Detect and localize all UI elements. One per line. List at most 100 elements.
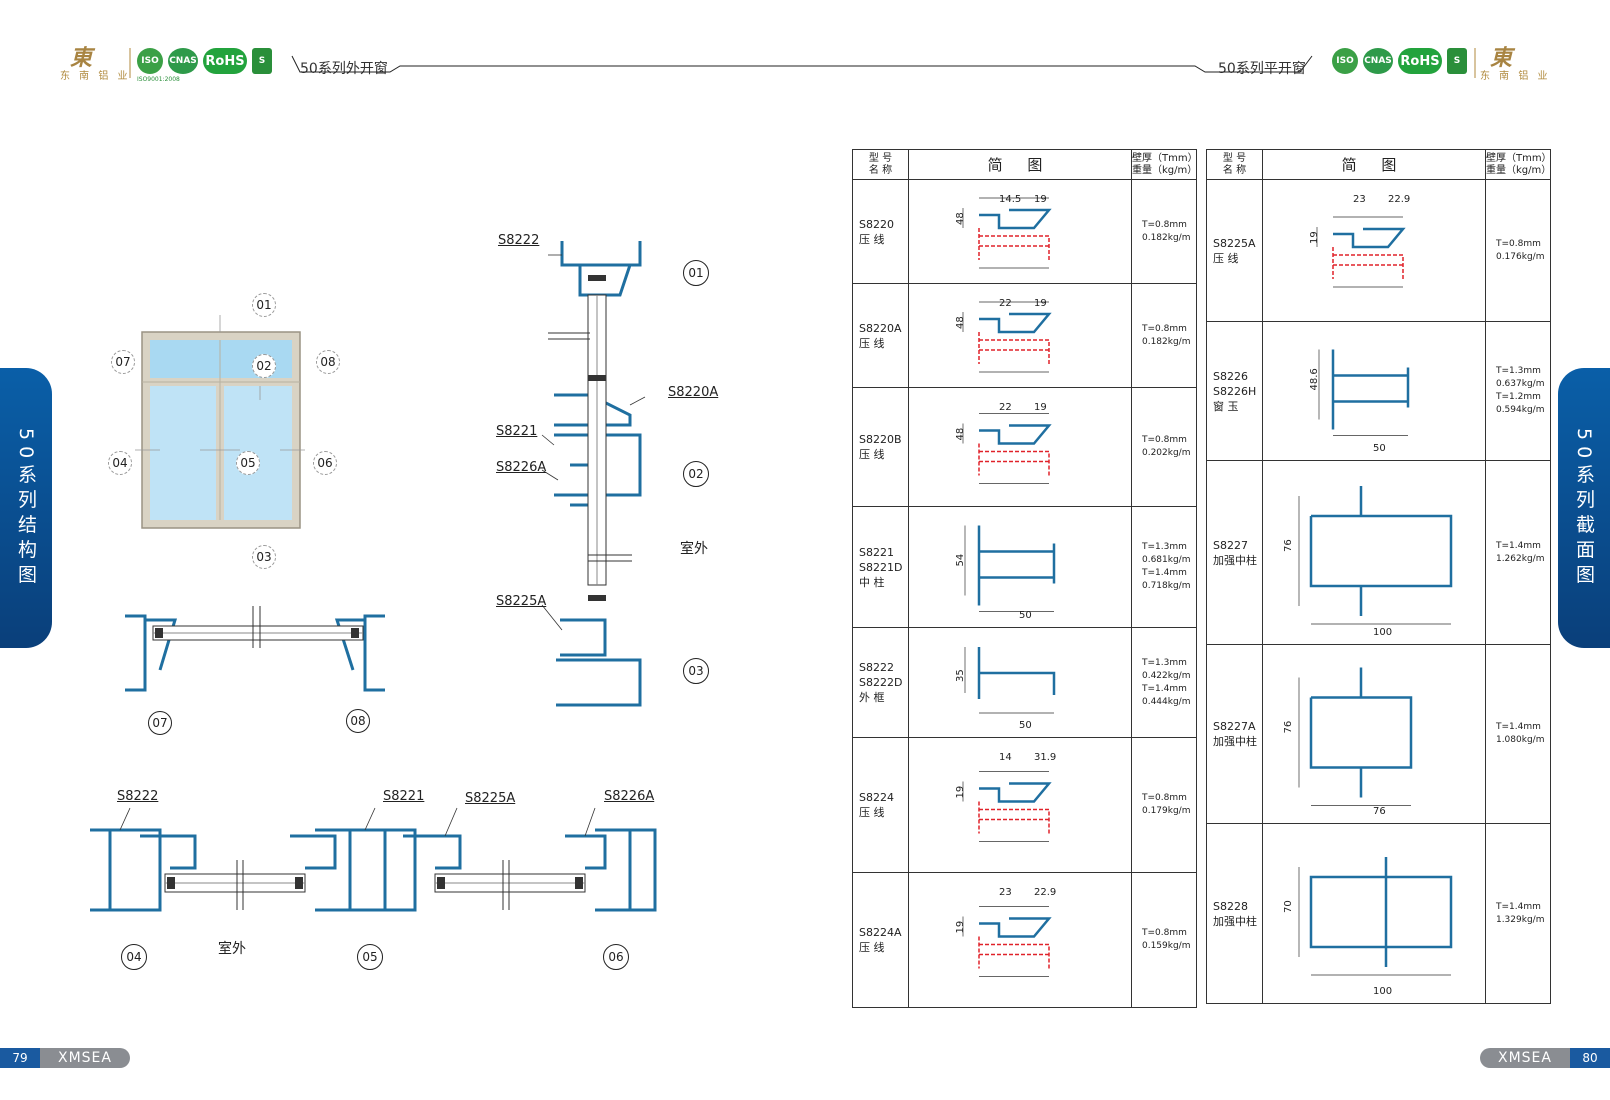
header-spec-line2: 重量（kg/m） — [1131, 164, 1198, 176]
model-code: S8221 S8221D — [859, 545, 903, 574]
callout-01: 01 — [252, 293, 276, 317]
label-s8222-top: S8222 — [498, 233, 540, 248]
dimension-label: 100 — [1373, 986, 1392, 997]
spec-value: T=0.8mm — [1141, 323, 1187, 334]
spec-value: T=1.2mm — [1495, 392, 1541, 402]
spec-value: T=1.3mm — [1141, 542, 1187, 552]
right-page-title: 50系列平开窗 — [1218, 61, 1306, 77]
spec-value: 0.179kg/m — [1141, 806, 1191, 816]
right-page-number: 80 — [1570, 1048, 1610, 1068]
model-code: S8220 — [859, 217, 894, 231]
label-s8225a: S8225A — [496, 594, 547, 609]
header-drawing: 简 图 — [1261, 149, 1486, 180]
label-s8221: S8221 — [496, 424, 538, 439]
dimension-label: 23 — [1353, 194, 1366, 205]
dimension-label: 22.9 — [1034, 887, 1056, 898]
spec-value: 0.202kg/m — [1141, 448, 1191, 458]
profile-name: 加强中柱 — [1213, 735, 1257, 748]
dimension-label: 31.9 — [1034, 752, 1056, 763]
dimension-label: 35 — [955, 669, 966, 682]
dimension-label: 48 — [955, 316, 966, 329]
profile-name: 压 线 — [859, 806, 885, 819]
header-drawing: 简 图 — [907, 149, 1132, 180]
spec-value: T=0.8mm — [1141, 793, 1187, 803]
header-model-line2: 名 称 — [868, 164, 893, 176]
model-code: S8227 — [1213, 538, 1248, 552]
iso-cert-icon: ISO — [1332, 48, 1358, 74]
vertical-section — [541, 241, 646, 707]
spec-value: 1.329kg/m — [1495, 914, 1545, 925]
dimension-label: 14 — [999, 752, 1012, 763]
rohs-badge: RoHS — [203, 48, 247, 74]
dimension-label: 22 — [999, 298, 1012, 309]
header-model: 型 号名 称 — [852, 149, 909, 180]
dimension-label: 48 — [955, 212, 966, 225]
callout-03: 03 — [252, 545, 276, 569]
label-s8220a: S8220A — [668, 385, 719, 400]
header-spec-line1: 壁厚（Tmm） — [1485, 152, 1552, 164]
left-side-tab: 50系列结构图 — [0, 368, 52, 648]
model-code: S8226 S8226H — [1213, 369, 1257, 398]
label-bottom-s8225a: S8225A — [465, 791, 516, 806]
dimension-label: 76 — [1373, 806, 1386, 817]
drawing-cell: 23 22.9 19 — [1261, 179, 1486, 322]
header-model: 型 号名 称 — [1206, 149, 1263, 180]
callout-08-bottom: 08 — [346, 709, 370, 733]
table-header-row: 型 号名 称 简 图 壁厚（Tmm）重量（kg/m） — [852, 149, 1198, 180]
spec-value: T=1.4mm — [1141, 568, 1187, 578]
callout-v03: 03 — [683, 658, 709, 684]
spec-value: T=1.3mm — [1495, 366, 1541, 376]
spec-cell: T=0.8mm 0.179kg/m — [1130, 737, 1198, 873]
spec-value: 0.594kg/m — [1495, 405, 1545, 415]
spec-value: 0.444kg/m — [1141, 696, 1191, 707]
callout-b06: 06 — [603, 944, 629, 970]
profile-name: 压 线 — [859, 232, 885, 246]
dimension-label: 19 — [1034, 402, 1047, 413]
spec-value: T=1.3mm — [1141, 657, 1187, 668]
left-side-tab-text: 50系列结构图 — [15, 428, 37, 590]
label-bottom-s8226a: S8226A — [604, 789, 655, 804]
dimension-label: 19 — [1309, 231, 1320, 244]
model-code: S8224A — [859, 926, 902, 939]
model-code: S8228 — [1213, 899, 1248, 913]
spec-value: 0.159kg/m — [1141, 941, 1191, 951]
dimension-label: 22.9 — [1388, 194, 1410, 205]
profile-name: 压 线 — [859, 448, 885, 461]
spec-value: 1.262kg/m — [1495, 553, 1545, 564]
cnas-cert-icon: CNAS — [1363, 48, 1393, 74]
model-code: S8225A — [1213, 236, 1256, 250]
quality-cert-icon: S — [252, 48, 272, 74]
left-page-number: 79 — [0, 1048, 40, 1068]
header-spec: 壁厚（Tmm）重量（kg/m） — [1484, 149, 1552, 180]
model-code: S8222 S8222D — [859, 661, 903, 689]
logo-mark-icon: 東 — [1490, 45, 1513, 71]
header-model-line2: 名 称 — [1222, 164, 1247, 176]
dimension-label: 50 — [1373, 443, 1386, 454]
spec-value: 0.182kg/m — [1141, 336, 1191, 347]
